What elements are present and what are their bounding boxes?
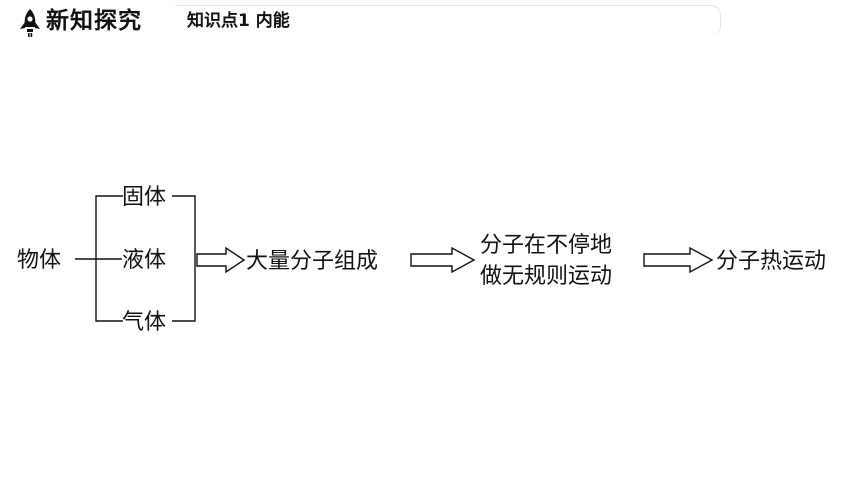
arrow-to-molecules <box>196 246 246 274</box>
state-solid-label: 固体 <box>122 185 166 210</box>
state-gas-label: 气体 <box>122 310 166 335</box>
topic-label: 知识点1 内能 <box>187 11 290 31</box>
step-motion-line-1: 分子在不停地 <box>480 233 612 258</box>
section-title: 新知探究 <box>46 7 142 34</box>
arrow-to-motion <box>410 246 476 274</box>
page-header: 新知探究 知识点1 内能 <box>0 0 860 42</box>
step-molecules-label: 大量分子组成 <box>246 249 378 274</box>
topic-box: 知识点1 内能 <box>175 5 721 36</box>
right-bracket <box>172 195 196 322</box>
root-node-label: 物体 <box>17 248 61 273</box>
state-liquid-label: 液体 <box>122 248 166 273</box>
rocket-icon <box>20 9 40 37</box>
step-thermal-motion-label: 分子热运动 <box>716 249 826 274</box>
arrow-to-thermal-motion <box>643 246 714 274</box>
step-motion-line-2: 做无规则运动 <box>480 264 612 289</box>
